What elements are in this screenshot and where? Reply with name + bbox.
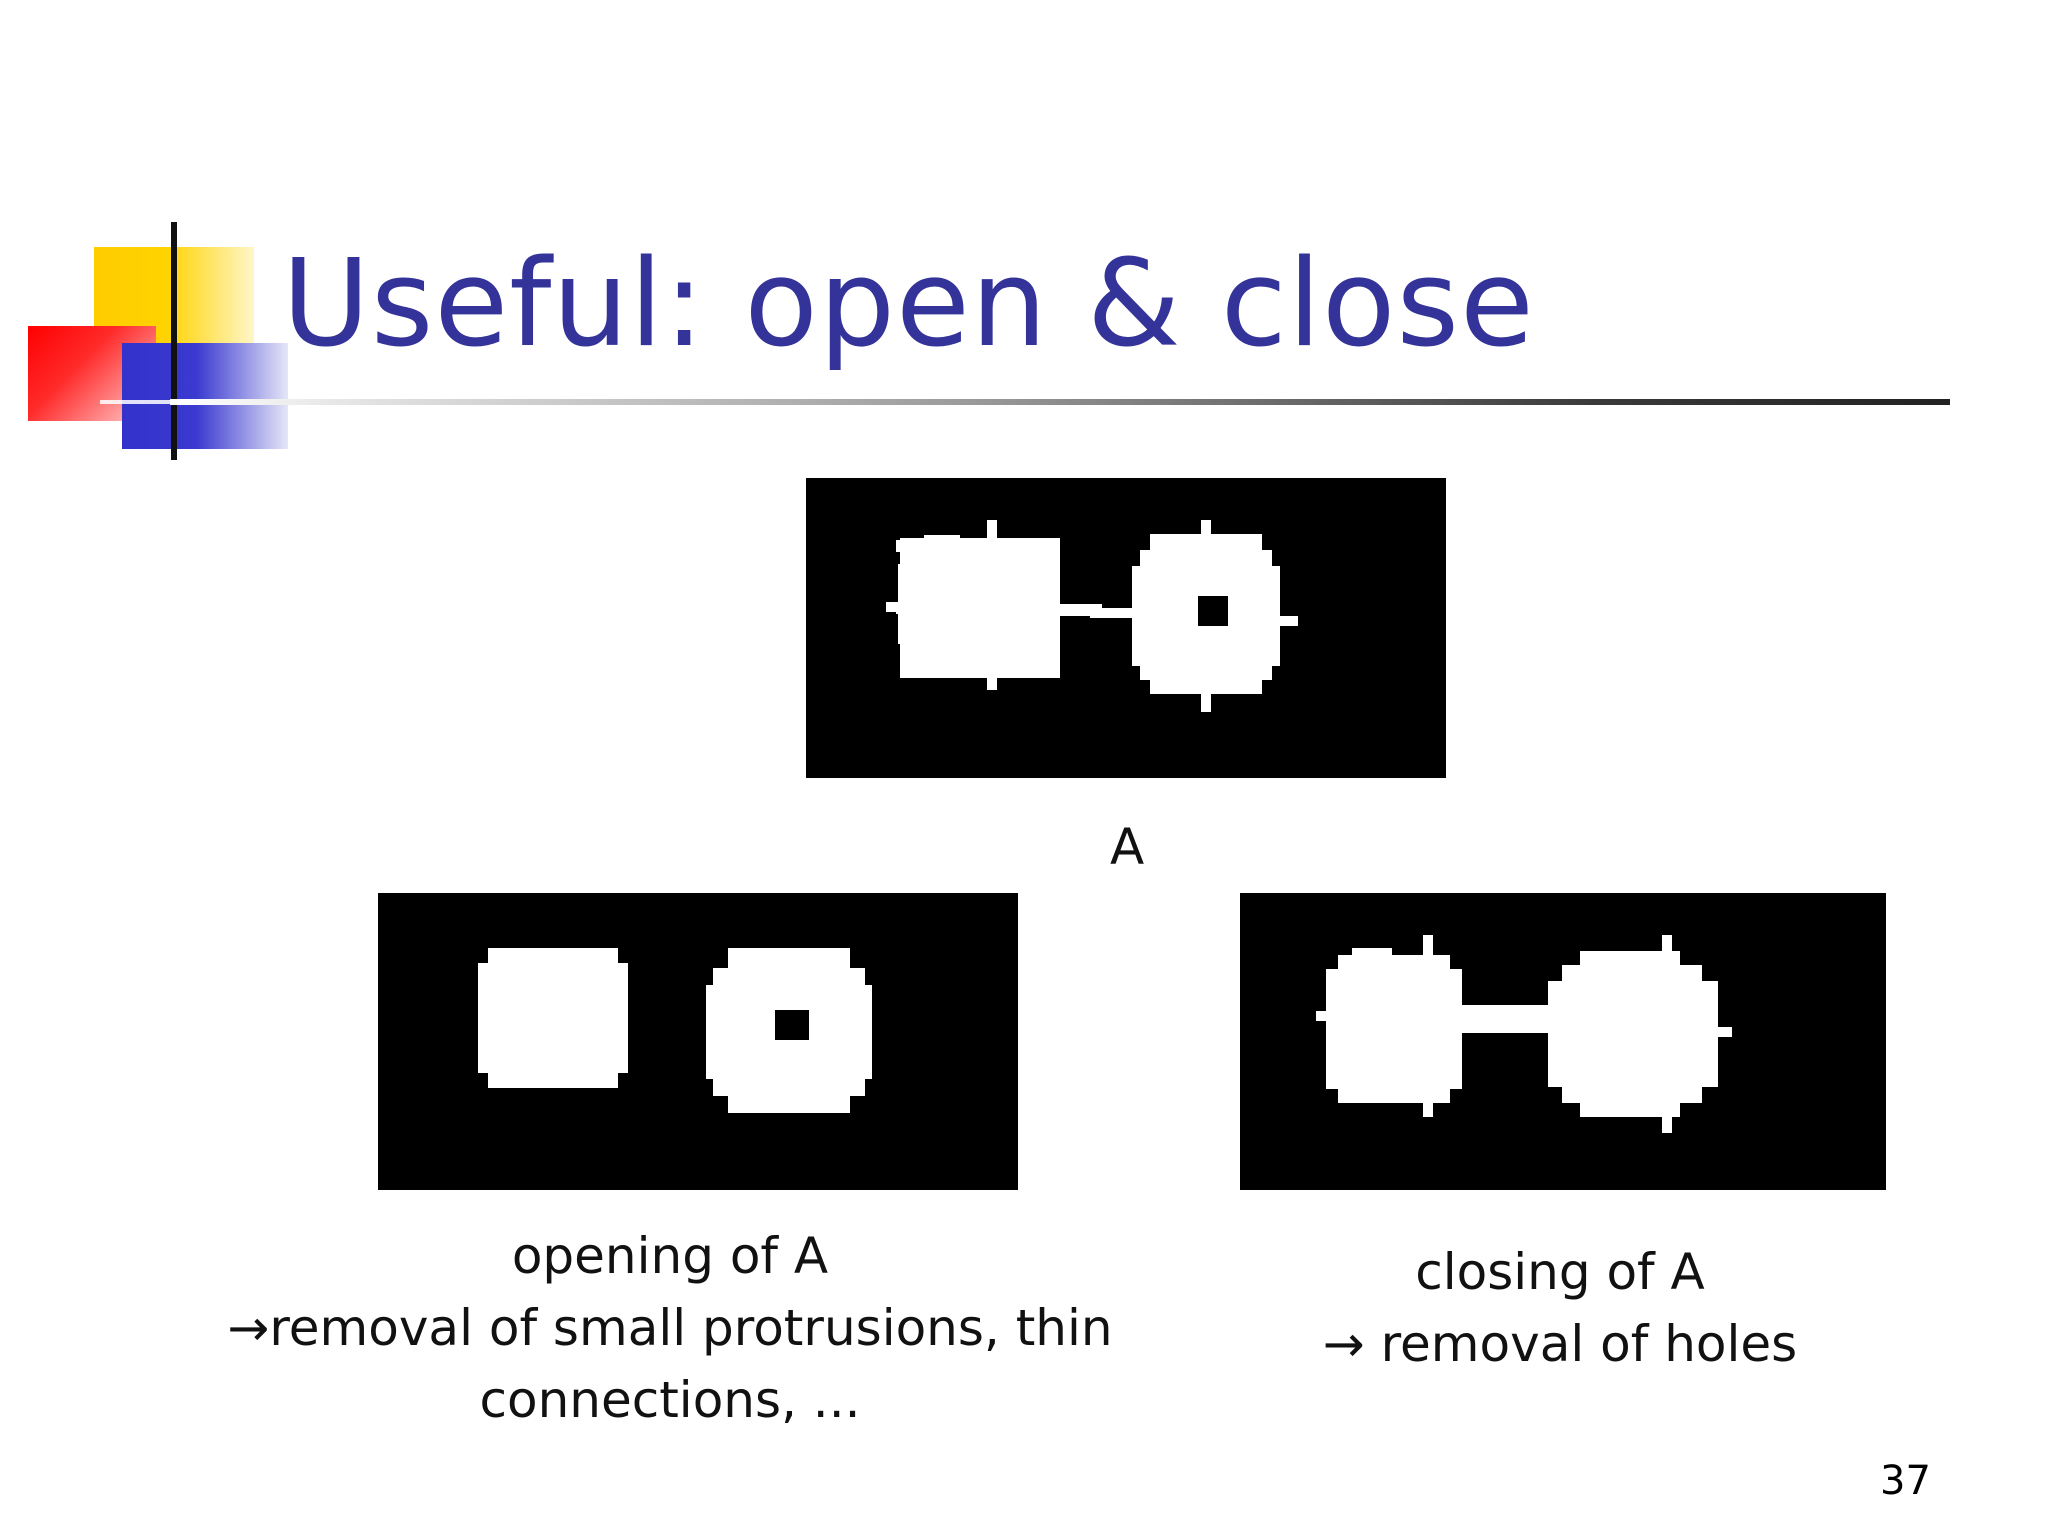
slide-title: Useful: open & close [282, 235, 1535, 374]
image-a [806, 478, 1446, 778]
closing-caption-title: closing of A [1415, 1243, 1705, 1301]
slide-number: 37 [1880, 1458, 1931, 1504]
opening-caption: opening of A →removal of small protrusio… [160, 1220, 1180, 1436]
closing-caption-desc: → removal of holes [1322, 1315, 1798, 1373]
opening-caption-desc-1: →removal of small protrusions, thin [227, 1299, 1113, 1357]
title-underline [170, 399, 1950, 405]
image-closing [1240, 893, 1886, 1190]
logo-vertical-bar [171, 222, 177, 460]
image-a-label: A [1110, 818, 1145, 876]
opening-caption-title: opening of A [511, 1227, 829, 1285]
logo-blue-block [122, 343, 288, 449]
opening-caption-desc-2: connections, ... [479, 1371, 861, 1429]
image-opening [378, 893, 1018, 1190]
closing-caption: closing of A → removal of holes [1270, 1236, 1850, 1380]
